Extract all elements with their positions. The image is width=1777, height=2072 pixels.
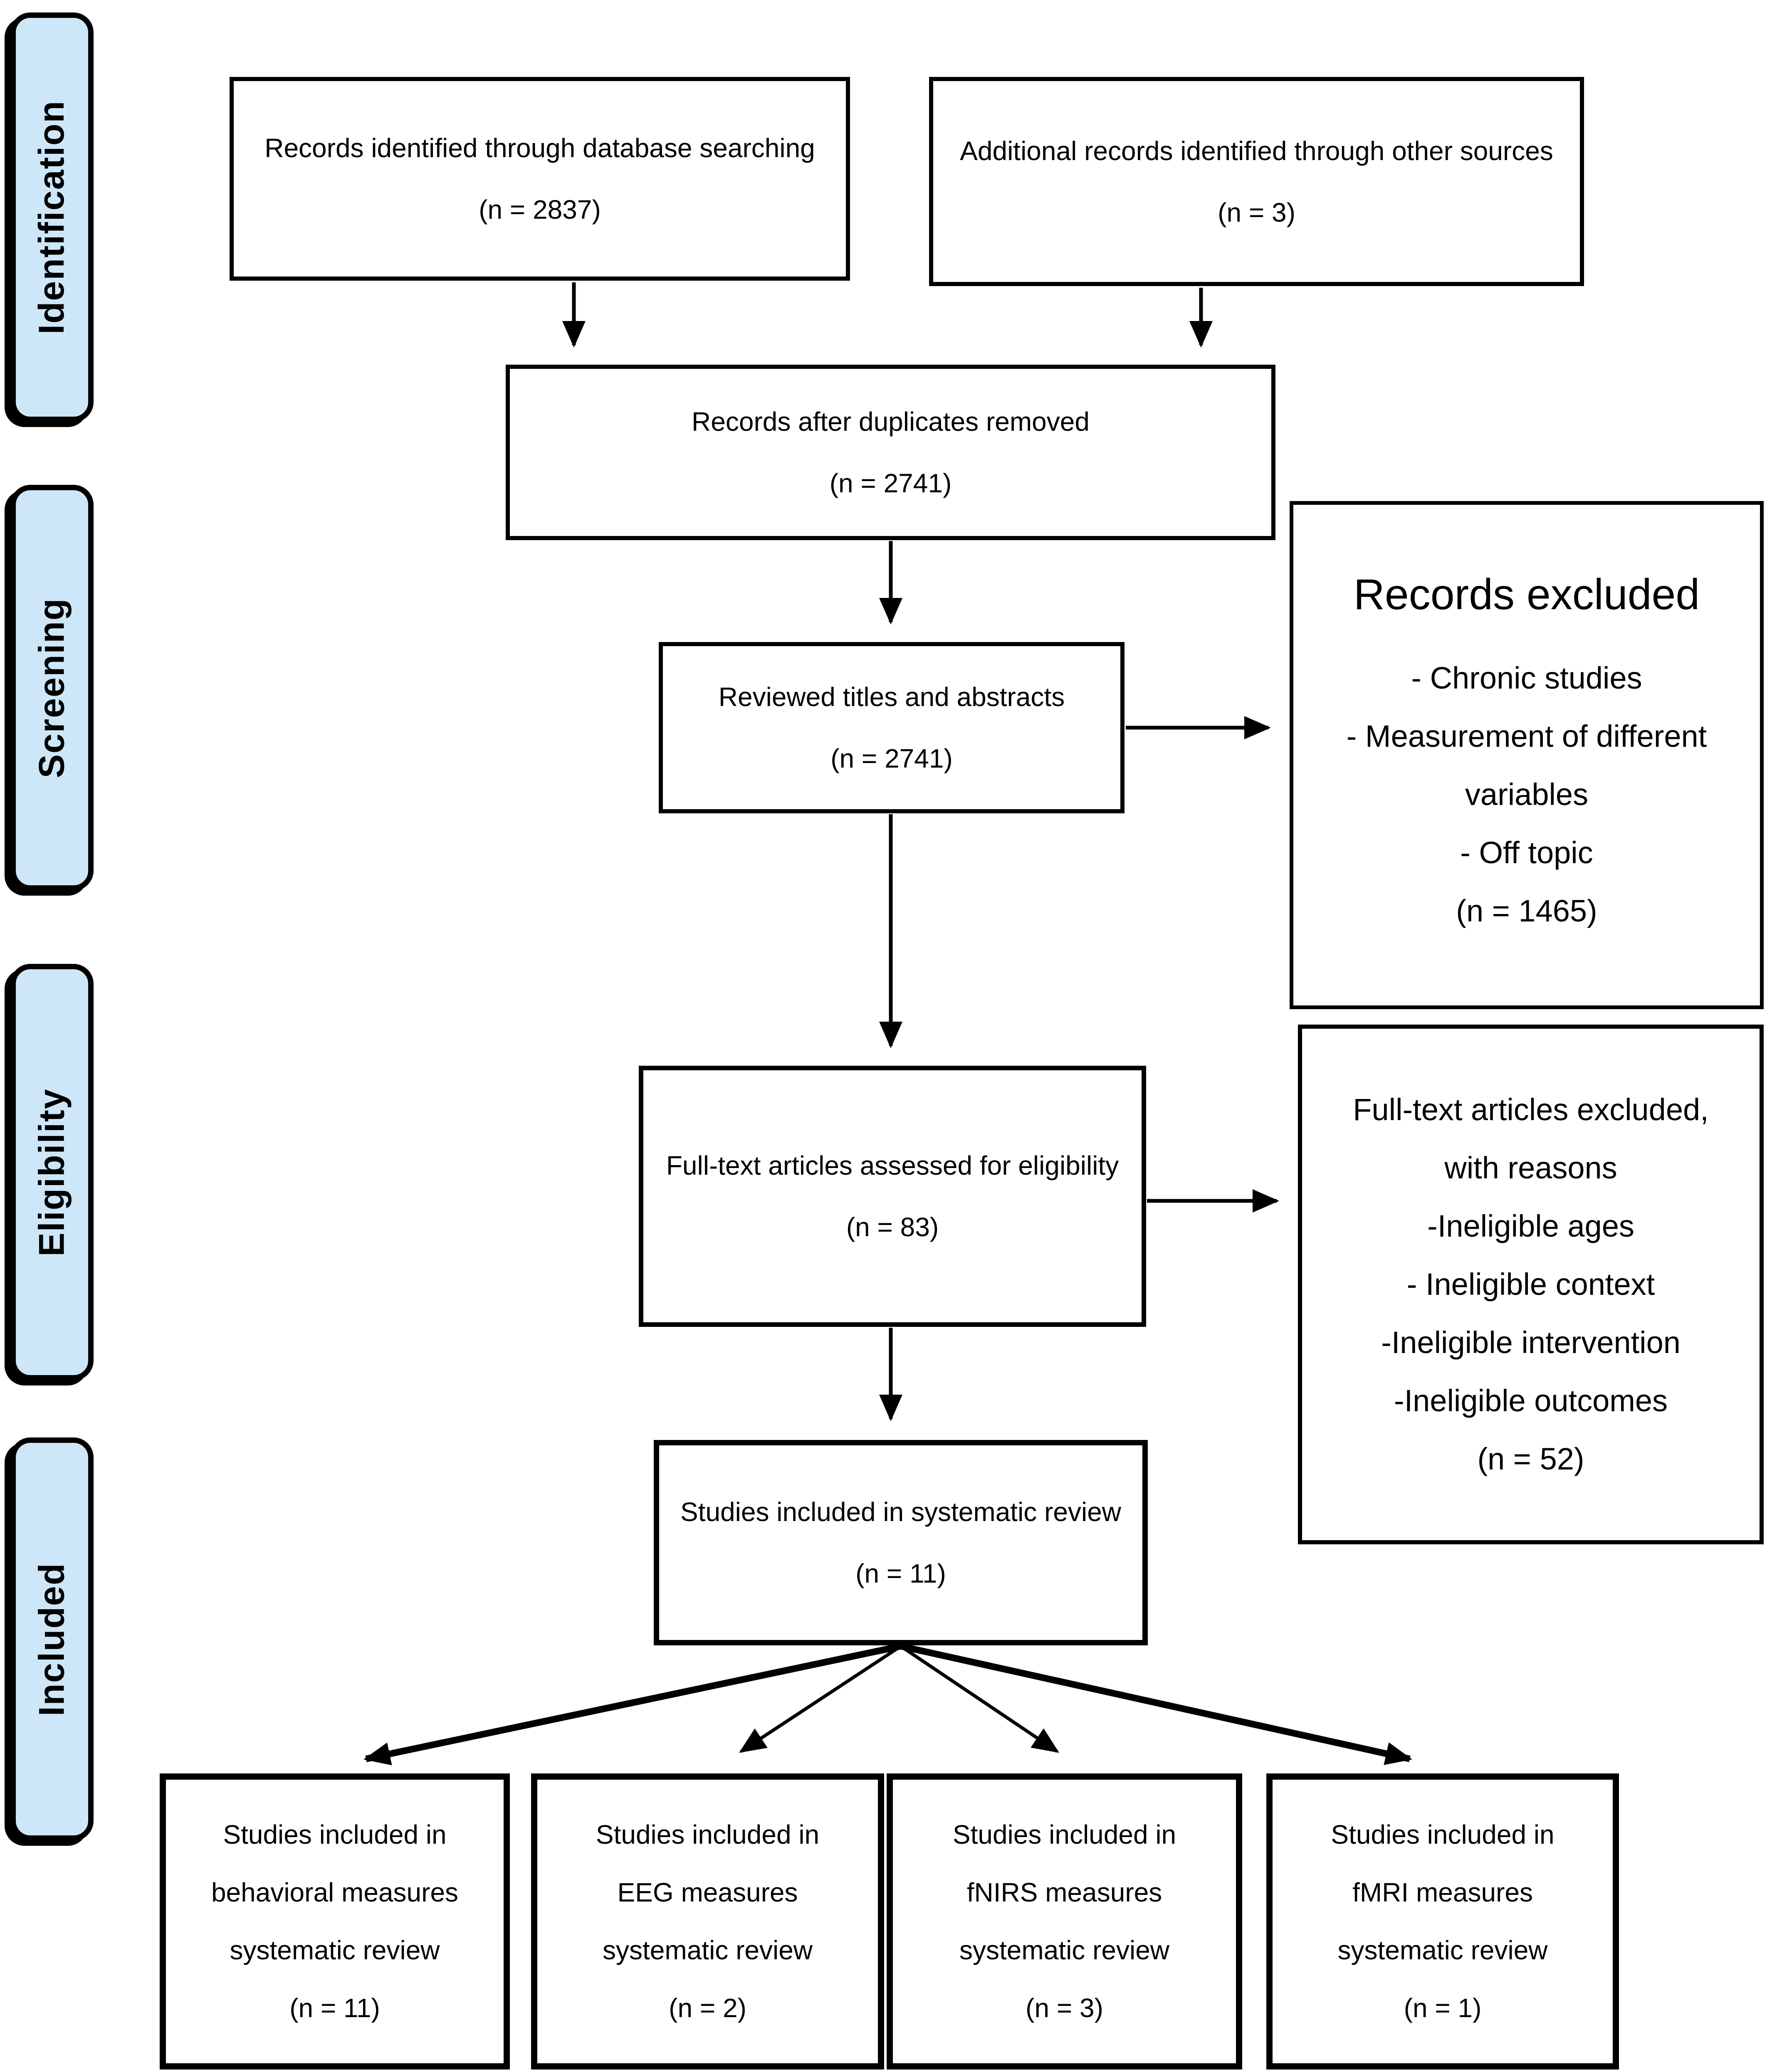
box-records-after-duplicates-removed: Records after duplicates removed (n = 27… [506,365,1275,540]
box-text-line: systematic review [1337,1935,1548,1965]
box-records-excluded: Records excluded - Chronic studies - Mea… [1290,501,1764,1009]
box-behavioral-measures: Studies included in behavioral measures … [160,1773,510,2070]
box-text-line: with reasons [1444,1151,1617,1185]
box-count: (n = 1) [1404,1993,1482,2023]
box-studies-included-systematic-review: Studies included in systematic review (n… [654,1440,1148,1645]
box-text-line: Records after duplicates removed [692,407,1090,437]
box-text-line: Studies included in [1331,1820,1555,1850]
arrow-sysreview-to-eeg [739,1645,902,1753]
stage-label-text: Included [32,1562,72,1716]
box-count: (n = 11) [855,1558,946,1588]
box-count: (n = 3) [1218,197,1295,227]
box-text-line: behavioral measures [211,1877,459,1907]
box-text-line: fMRI measures [1352,1877,1533,1907]
box-reviewed-titles-abstracts: Reviewed titles and abstracts (n = 2741) [659,642,1125,813]
box-text-line: Additional records identified through ot… [960,136,1553,166]
stage-label-text: Identification [32,100,72,335]
box-count: (n = 3) [1026,1993,1103,2023]
arrow-sysreview-to-fnirs [900,1645,1059,1753]
box-fulltext-excluded: Full-text articles excluded, with reason… [1298,1025,1764,1544]
exclusion-reason: -Ineligible outcomes [1394,1383,1668,1418]
box-count: (n = 52) [1477,1442,1584,1476]
box-text-line: Studies included in [596,1820,820,1850]
box-text-line: Studies included in [952,1820,1176,1850]
exclusion-reason: - Measurement of different [1346,719,1707,753]
exclusion-reason: - Ineligible context [1406,1267,1655,1301]
box-text-line: Full-text articles assessed for eligibil… [666,1151,1119,1180]
box-text-line: systematic review [959,1935,1169,1965]
box-count: (n = 2) [669,1993,746,2023]
box-fnirs-measures: Studies included in fNIRS measures syste… [887,1773,1242,2070]
box-fmri-measures: Studies included in fMRI measures system… [1266,1773,1619,2070]
stage-label-text: Screening [32,598,72,778]
box-text-line: Studies included in [223,1820,447,1850]
box-text-line: Studies included in systematic review [680,1497,1122,1527]
box-additional-records-other-sources: Additional records identified through ot… [929,77,1584,286]
box-count: (n = 2741) [830,743,953,773]
box-text-line: fNIRS measures [966,1877,1162,1907]
exclusion-reason: - Chronic studies [1411,661,1642,695]
exclusion-reason: - Off topic [1460,835,1593,870]
records-excluded-title: Records excluded [1353,570,1700,619]
exclusion-reason: -Ineligible intervention [1381,1325,1681,1360]
arrow-sysreview-to-fmri [900,1643,1412,1765]
box-count: (n = 83) [846,1212,939,1242]
box-count: (n = 1465) [1456,894,1597,928]
stage-label-screening: Screening [10,485,94,891]
stage-label-identification: Identification [10,12,94,422]
box-records-identified-database: Records identified through database sear… [230,77,850,281]
stage-label-included: Included [10,1437,94,1841]
box-text-line: Records identified through database sear… [264,133,815,163]
box-count: (n = 11) [289,1993,380,2023]
box-count: (n = 2837) [479,195,601,225]
box-text-line: systematic review [230,1935,440,1965]
exclusion-reason: -Ineligible ages [1427,1209,1634,1243]
box-text-line: systematic review [603,1935,813,1965]
box-eeg-measures: Studies included in EEG measures systema… [531,1773,884,2070]
stage-label-text: Eligibility [32,1088,72,1257]
box-fulltext-assessed: Full-text articles assessed for eligibil… [639,1066,1146,1327]
box-text-line: EEG measures [617,1877,798,1907]
box-text-line: Reviewed titles and abstracts [718,682,1065,712]
box-text-line: Full-text articles excluded, [1353,1092,1709,1127]
stage-label-eligibility: Eligibility [10,964,94,1381]
exclusion-reason-wrap: variables [1465,777,1589,812]
arrow-sysreview-to-behavioral [363,1643,902,1766]
box-count: (n = 2741) [829,468,952,498]
